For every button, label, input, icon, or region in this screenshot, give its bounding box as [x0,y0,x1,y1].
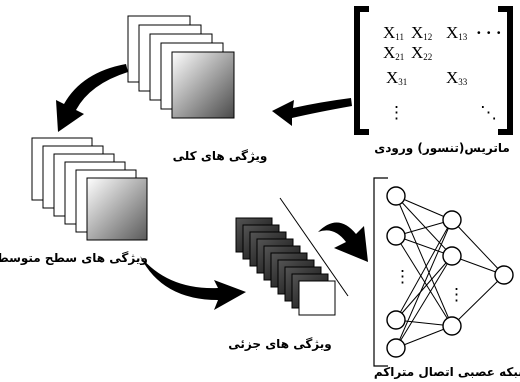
network-neuron [386,338,406,358]
matrix-col1-vdots: ⋮ [388,103,405,122]
matrix-entry-x33: X33 [446,68,468,87]
network-neuron [386,226,406,246]
network-edge [395,195,453,221]
label-input-tensor: ماتریس(تنسور) ورودی [374,141,510,156]
matrix-entry-x21: X21 [383,43,404,62]
matrix-entry-x12: X12 [411,23,432,42]
matrix-entry-x22: X22 [411,43,432,62]
network-edge [451,274,505,327]
network-neuron [442,246,462,266]
general-feature-maps [127,15,235,119]
network-edge [395,219,453,349]
detail-stack-bracket-line [279,197,349,297]
network-edge [395,219,453,321]
network-neuron [442,210,462,230]
mid-feature-map-sheet [86,177,148,241]
network-vdots-left: ⋮ [394,267,411,286]
matrix-row1-hdots: · · · [476,23,502,42]
label-dense-network: شبکه عصبی اتصال متراکم [374,365,520,379]
dense-neural-network [386,186,514,358]
network-neuron [386,186,406,206]
matrix-entry-x31: X31 [386,68,407,87]
matrix-right-bracket [498,6,513,135]
network-vdots-right: ⋮ [448,285,465,304]
detail-feature-maps [235,217,336,316]
network-frame [373,177,388,367]
arrow-mid-to-detail [140,256,246,310]
mid-level-feature-maps [31,137,148,241]
network-neuron [386,310,406,330]
general-feature-map-sheet [171,51,235,119]
network-edge [451,219,505,276]
network-neuron [494,265,514,285]
label-mid-level-features: ویژگی های سطح متوسط [0,251,148,266]
network-neuron [442,316,462,336]
network-edge [395,255,453,349]
network-edge [395,195,453,257]
matrix-entry-x13: X13 [446,23,468,42]
matrix-diag-ddots: ⋱ [480,103,497,122]
network-edge [395,219,453,237]
label-general-features: ویژگی های کلی [173,149,268,164]
label-detail-features: ویژگی های جزئی [228,337,332,352]
network-edge [395,195,453,327]
network-edge [395,235,453,327]
matrix-entry-x11: X11 [383,23,404,42]
detail-feature-map-sheet [298,280,336,316]
matrix-left-bracket [354,6,369,135]
network-edge [395,235,453,257]
network-edge [395,325,453,349]
arrow-general-to-mid [56,64,128,132]
arrow-matrix-to-general [272,98,352,126]
network-edge [395,255,453,321]
arrow-detail-to-network [318,222,368,262]
